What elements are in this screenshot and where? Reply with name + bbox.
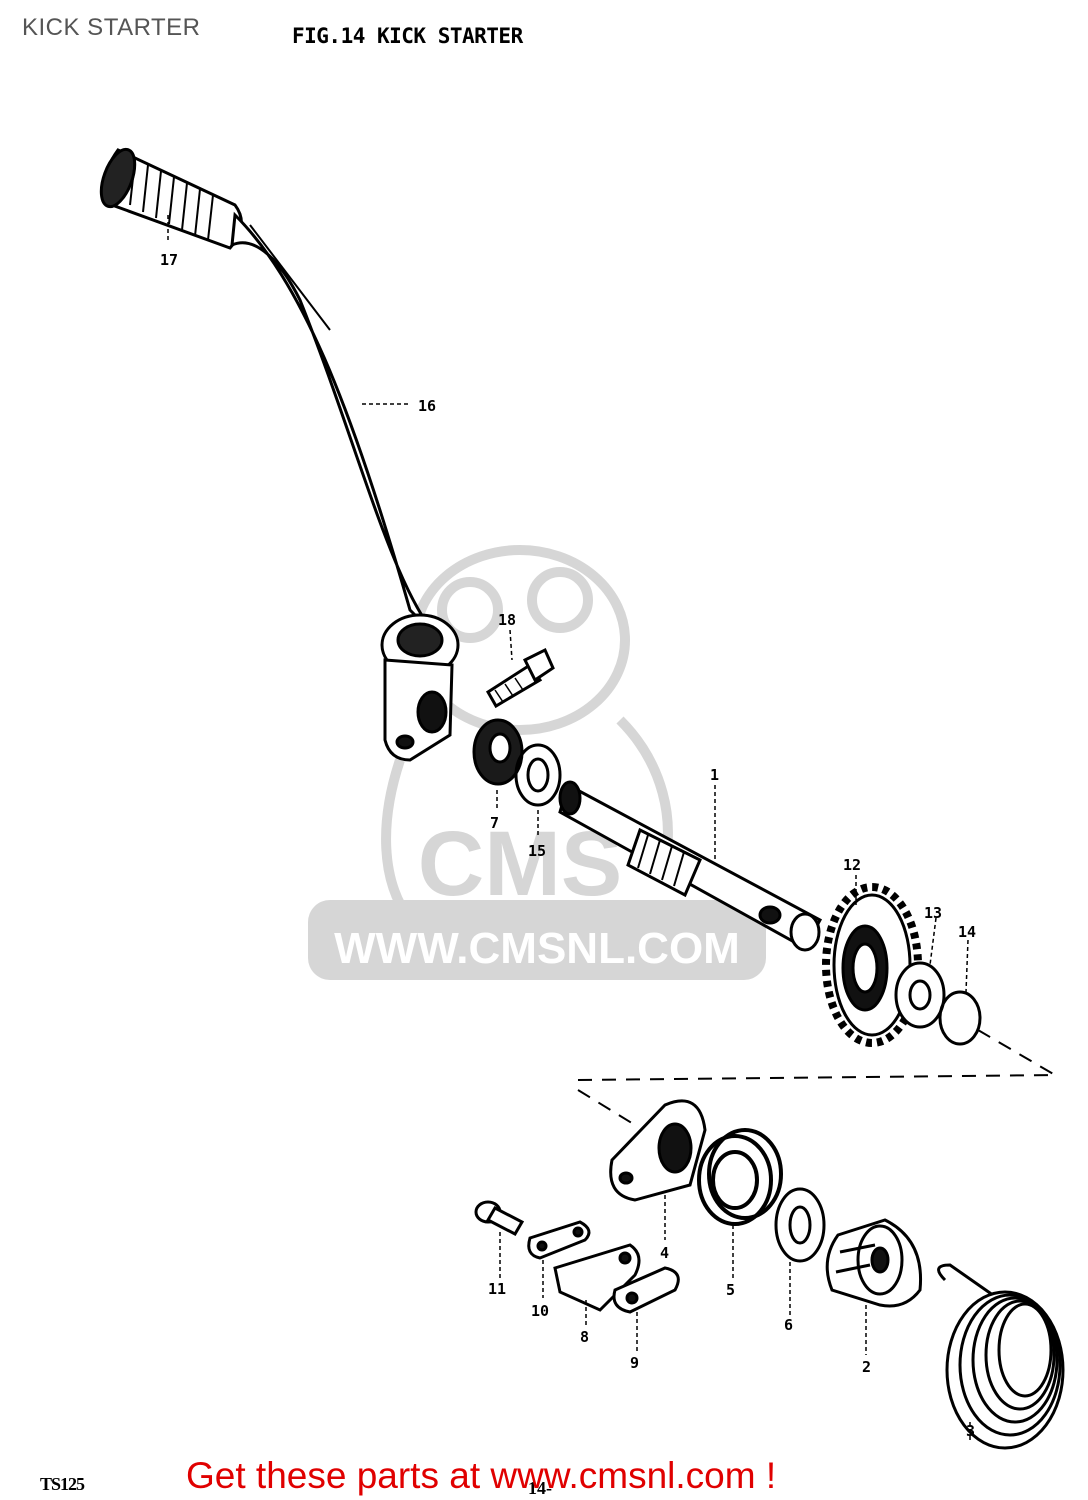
callout-12: 12	[843, 856, 861, 874]
callout-2: 2	[862, 1358, 871, 1376]
watermark-text: WWW.CMSNL.COM	[334, 924, 740, 973]
part-2-ratchet	[825, 1218, 923, 1308]
part-9-plate	[612, 1266, 680, 1314]
part-13-washer	[894, 961, 946, 1029]
watermark-logo-text: CMS	[418, 813, 622, 915]
part-7-oil-seal	[472, 718, 524, 786]
callout-14: 14	[958, 923, 976, 941]
part-18-bolt	[485, 647, 555, 709]
callout-16: 16	[418, 397, 436, 415]
figure-title: FIG.14 KICK STARTER	[292, 24, 523, 48]
watermark: CMS WWW.CMSNL.COM	[308, 545, 766, 980]
callouts: 17 16 18 7 15 12 13 14 4 5 6 2 3 11 10 8…	[160, 251, 976, 1440]
part-1-kick-starter-shaft	[558, 780, 823, 952]
watermark-banner	[308, 900, 766, 980]
callout-8: 8	[580, 1328, 589, 1346]
part-8-stopper	[553, 1243, 641, 1312]
part-17-grip-rubber	[99, 147, 243, 250]
part-5-spring	[697, 1128, 783, 1226]
part-14-circlip	[938, 990, 982, 1046]
callout-6: 6	[784, 1316, 793, 1334]
parts-link-banner[interactable]: Get these parts at www.cmsnl.com !	[186, 1455, 777, 1496]
part-10-lock-plate	[527, 1220, 591, 1260]
callout-15: 15	[528, 842, 546, 860]
part-6-washer	[774, 1187, 826, 1263]
part-15-washer	[514, 743, 562, 807]
callout-7: 7	[490, 814, 499, 832]
callout-11: 11	[488, 1280, 506, 1298]
callout-17: 17	[160, 251, 178, 269]
callout-9: 9	[630, 1354, 639, 1372]
assembly-dash-line	[577, 1029, 1056, 1126]
part-11-bolt	[474, 1200, 525, 1236]
callout-10: 10	[531, 1302, 549, 1320]
callout-13: 13	[924, 904, 942, 922]
page-number: 14-	[528, 1478, 552, 1498]
callout-4: 4	[660, 1244, 669, 1262]
leader-lines	[167, 215, 971, 1440]
page-title: KICK STARTER	[22, 14, 201, 41]
model-code: TS125	[40, 1474, 85, 1494]
callout-1: 1	[710, 766, 719, 784]
part-4-guide	[609, 1099, 707, 1202]
part-16-kick-lever	[230, 211, 460, 762]
callout-18: 18	[498, 611, 516, 629]
callout-5: 5	[726, 1281, 735, 1299]
part-3-return-spring	[937, 1263, 1065, 1450]
callout-3: 3	[966, 1422, 975, 1440]
